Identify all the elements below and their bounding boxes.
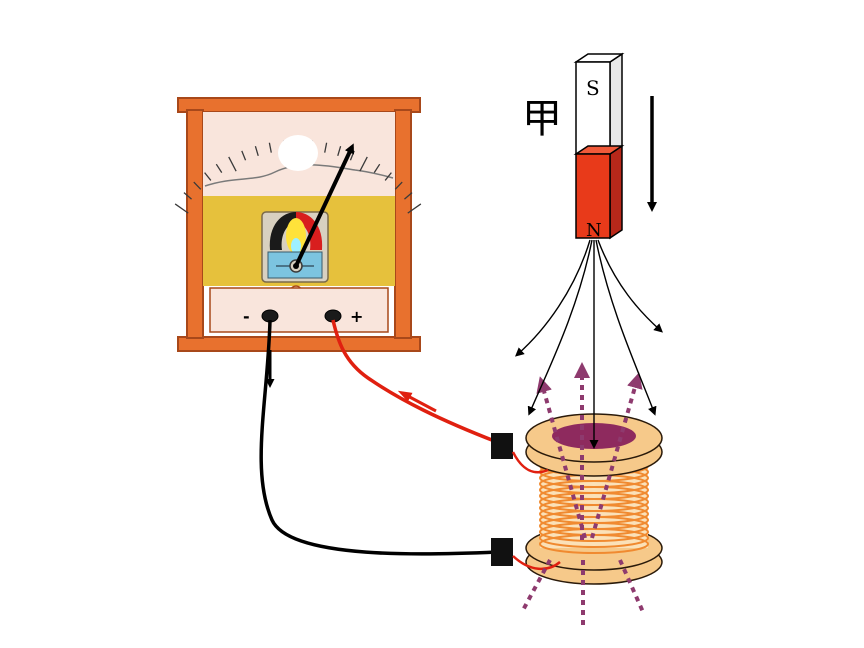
magnet-south-side [609,52,623,156]
magnet-north-side [609,144,623,240]
galvanometer-top-cap [177,97,421,113]
scale-tick [384,172,392,181]
coil-bottom-terminal [491,538,513,566]
magnet-name-label: 甲 [522,96,562,142]
galvanometer-base [177,336,421,352]
scale-tick [241,150,247,161]
scale-tick [254,145,259,156]
south-pole-label: S [586,76,600,100]
galvanometer-pole-left [269,212,296,250]
scale-tick [337,145,342,156]
scale-tick [268,142,272,153]
galvanometer-pole-right [296,212,323,250]
magnet-field-line [595,239,657,416]
induced-field-line-left [536,376,587,539]
bar-magnet: S N [573,52,625,241]
terminal-negative-label: - [243,307,250,326]
scale-tick [204,172,212,181]
induced-field-lines [520,362,645,628]
coil-winding [539,528,649,548]
galvanometer-glare [278,135,318,171]
galvanometer-left-pillar [186,109,204,339]
scale-tick [404,192,413,200]
galvanometer-terminal-panel [209,287,389,333]
scale-tick [394,181,403,190]
scale-tick [215,163,223,173]
red-wire [331,319,498,444]
galvanometer-coil-glow [286,218,306,254]
magnet-field-lines [515,239,663,449]
induced-field-line-right [590,372,643,539]
magnet-north-pole [575,153,611,239]
magnet-south-pole [575,61,611,155]
scale-tick [174,203,189,214]
galvanometer-right-pillar [394,109,412,339]
north-pole-label: N [586,220,602,241]
scale-tick [228,156,237,172]
scale-tick [193,181,202,190]
red-wire-current-arrow [397,390,437,413]
scale-tick [183,192,192,200]
galvanometer: - + [174,97,422,352]
terminal-positive-label: + [350,307,363,326]
solenoid-coil [491,413,663,585]
scale-tick [407,203,422,214]
coil-top-terminal [491,433,513,459]
scale-tick [373,163,381,173]
coil-winding [539,522,649,542]
magnet-field-line [597,239,663,333]
magnet-field-line [527,239,593,416]
magnet-field-line [515,239,591,357]
galvanometer-needle [294,143,354,267]
scale-tick [324,142,328,153]
scale-tick [359,156,368,172]
black-wire [259,319,498,556]
